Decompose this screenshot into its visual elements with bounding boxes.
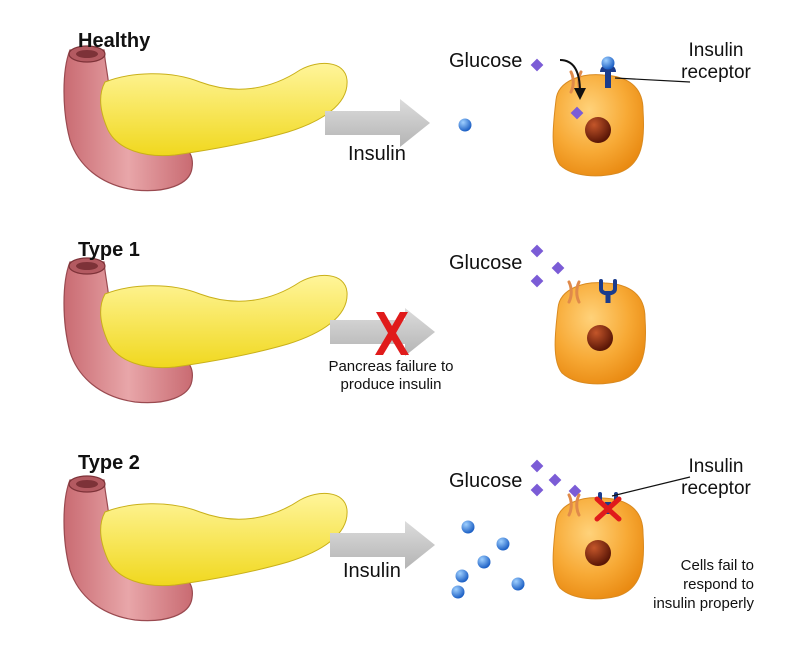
receptor-label-line2: receptor	[681, 478, 751, 499]
glucose-molecule	[548, 473, 562, 487]
glucose-label-type1: Glucose	[449, 252, 523, 274]
cells-fail-line2: respond to	[683, 576, 754, 593]
insulin-molecule	[458, 118, 472, 132]
glucose-molecule	[530, 483, 544, 497]
insulin-label-type2: Insulin	[343, 560, 401, 582]
glucose-label-healthy: Glucose	[449, 50, 523, 72]
glucose-molecule	[530, 274, 544, 288]
cell-healthy	[552, 74, 645, 177]
receptor-label-line1: Insulin	[688, 456, 744, 477]
panel-title-type2: Type 2	[78, 452, 140, 474]
cell-type1	[554, 282, 647, 385]
arrow-healthy	[325, 99, 430, 147]
insulin-label-healthy: Insulin	[348, 143, 406, 165]
glucose-uptake-arrow	[559, 59, 581, 93]
receptor-label-healthy: Insulin receptor	[676, 40, 756, 84]
pancreas-healthy	[63, 45, 348, 192]
receptor-label-type2: Insulin receptor	[676, 456, 756, 500]
failure-label-line1: Pancreas failure to	[328, 358, 454, 375]
insulin-molecule	[461, 520, 475, 534]
pancreas-type2	[63, 475, 348, 622]
receptor-label-line1: Insulin	[688, 40, 744, 61]
glucose-molecule	[551, 261, 565, 275]
glucose-molecule	[530, 244, 544, 258]
glucose-uptake-arrowhead	[574, 88, 586, 100]
pancreas-type1	[63, 257, 348, 404]
insulin-molecule	[477, 555, 491, 569]
failure-x-icon	[375, 312, 409, 355]
failure-label-line2: produce insulin	[340, 376, 442, 393]
receptor-pointer-line	[614, 77, 691, 83]
cells-fail-line1: Cells fail to	[680, 557, 754, 574]
insulin-molecule	[451, 585, 465, 599]
insulin-receptor-bound	[600, 56, 616, 88]
cells-fail-line3: insulin properly	[653, 595, 754, 612]
glucose-molecule	[530, 58, 544, 72]
failure-label: Pancreas failure to produce insulin	[316, 358, 466, 394]
insulin-molecule	[496, 537, 510, 551]
receptor-pointer-line	[611, 476, 691, 497]
glucose-label-type2: Glucose	[449, 470, 523, 492]
insulin-molecule	[455, 569, 469, 583]
panel-title-type1: Type 1	[78, 239, 140, 261]
cells-fail-label: Cells fail to respond to insulin properl…	[628, 556, 754, 613]
insulin-molecule	[511, 577, 525, 591]
receptor-label-line2: receptor	[681, 62, 751, 83]
glucose-molecule	[530, 459, 544, 473]
insulin-receptor-blocked	[594, 492, 622, 522]
panel-title-healthy: Healthy	[78, 30, 151, 52]
